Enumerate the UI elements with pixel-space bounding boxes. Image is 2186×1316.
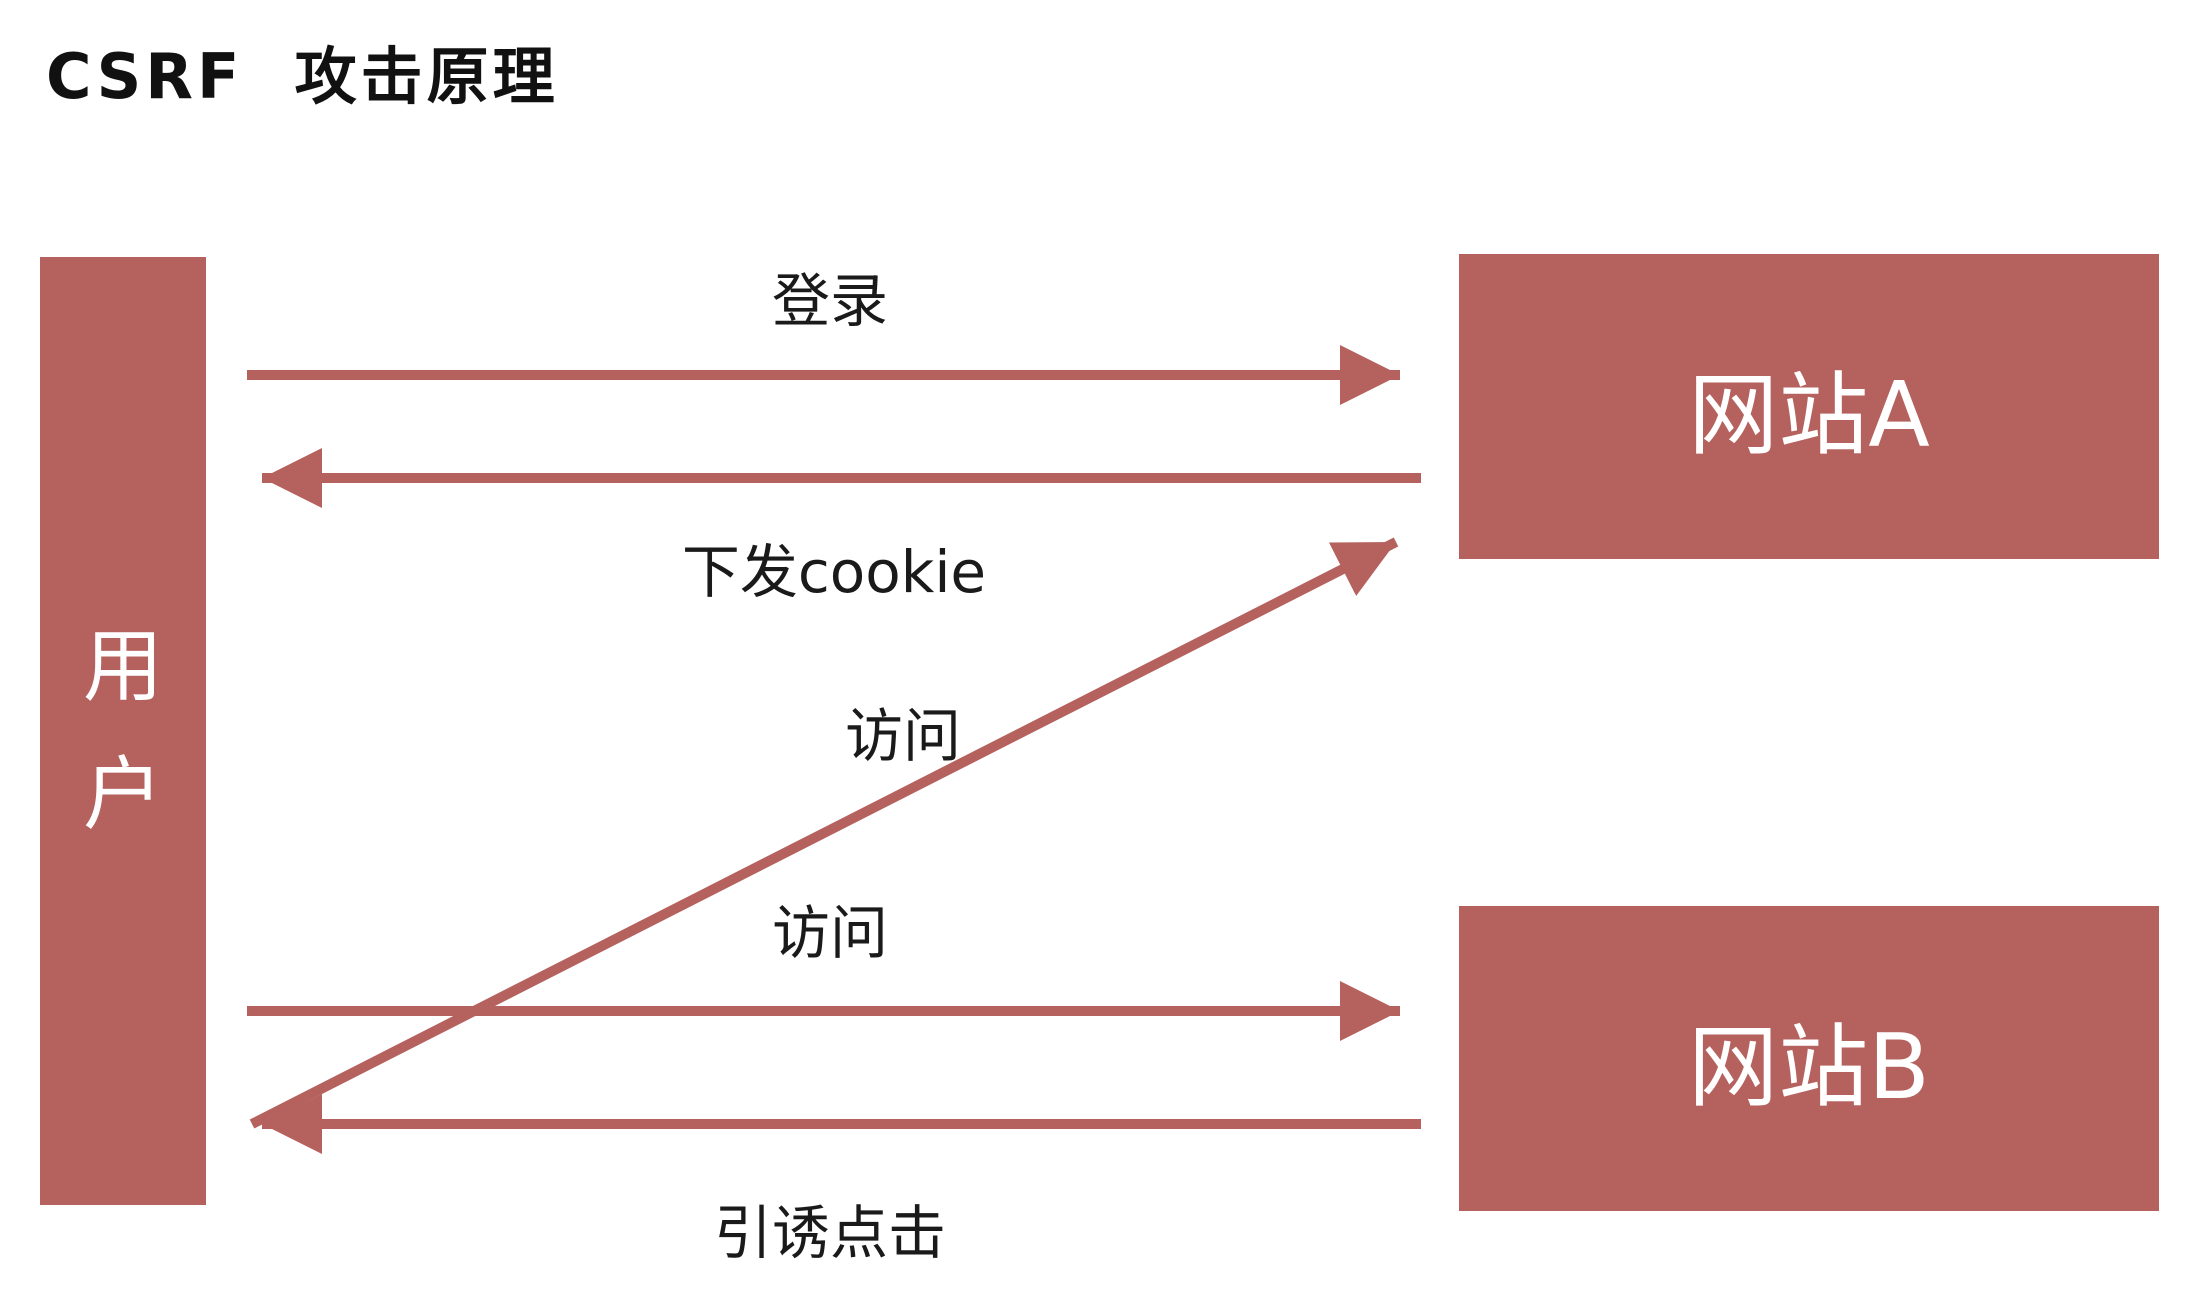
visit-b-edge-label: 访问 (771, 899, 889, 967)
lure-click-edge-label: 引诱点击 (713, 1199, 947, 1267)
site-a-node-label: 网站A (1688, 362, 1930, 468)
login-edge-label: 登录 (771, 267, 889, 335)
send-cookie-edge-label: 下发cookie (681, 538, 987, 606)
diagram-title: CSRF 攻击原理 (46, 40, 559, 113)
user-node: 用户 (40, 257, 206, 1205)
visit-a-edge-label: 访问 (844, 702, 962, 770)
user-node-label: 用户 (83, 620, 163, 841)
site-b-node: 网站B (1459, 906, 2159, 1211)
site-b-node-label: 网站B (1688, 1014, 1930, 1120)
site-a-node: 网站A (1459, 254, 2159, 559)
visit-a-arrow (249, 537, 1399, 1129)
